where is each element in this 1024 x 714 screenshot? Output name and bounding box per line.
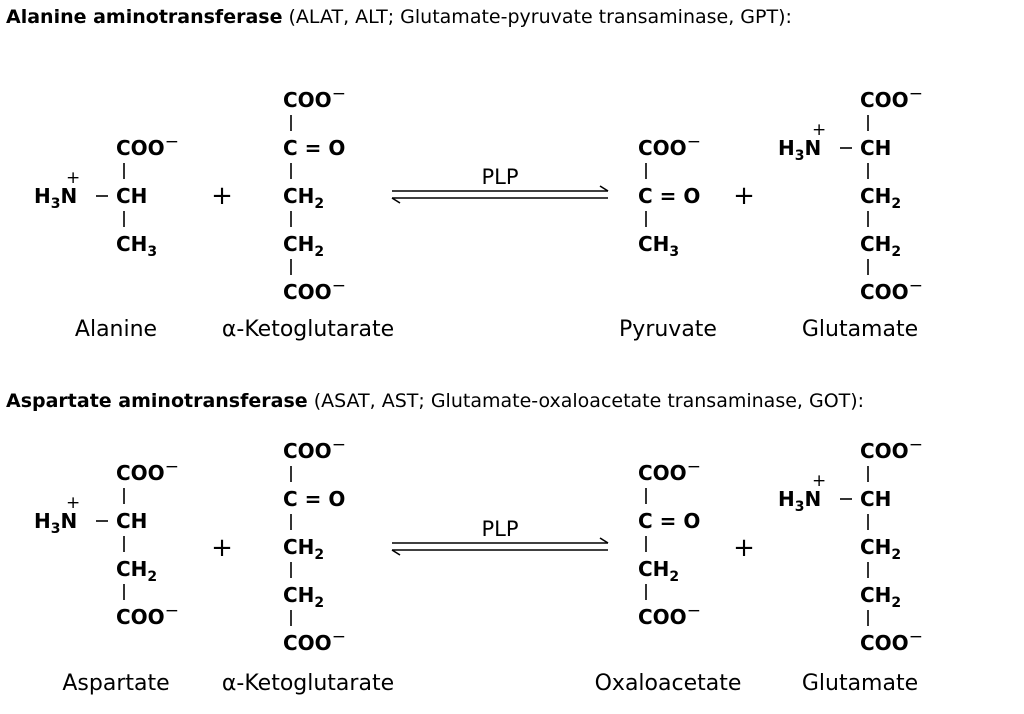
- pyruvate-methyl: CH3: [638, 232, 679, 260]
- alt-enzyme-name: Alanine aminotransferase: [6, 6, 283, 28]
- aspartate-label: Aspartate: [62, 671, 169, 696]
- reverse-arrow-head: [391, 549, 401, 556]
- oxaloacetate-carbonyl: C = O: [638, 509, 700, 533]
- akg-carboxylate-top: COO−: [283, 84, 346, 112]
- pyruvate-structure: COO− C = O CH3: [638, 132, 701, 260]
- akg-methylene-2: CH2: [283, 232, 324, 260]
- alanine-structure: COO− H3N + CH CH3: [34, 132, 179, 260]
- akg-methylene-1: CH2: [283, 535, 324, 563]
- glutamate-methylene-1: CH2: [860, 535, 901, 563]
- glutamate-carboxylate-top: COO−: [860, 435, 923, 463]
- plus-sign: +: [211, 533, 233, 563]
- glutamate-structure: COO− H3N + CH CH2 CH2 COO−: [778, 435, 923, 655]
- reverse-arrow-head: [391, 197, 401, 204]
- alanine-carboxylate: COO−: [116, 132, 179, 160]
- oxaloacetate-structure: COO− C = O CH2 COO−: [638, 457, 701, 629]
- equilibrium-arrow: PLP: [391, 165, 609, 204]
- glutamate-structure: COO− H3N + CH CH2 CH2 COO−: [778, 84, 923, 304]
- glutamate-methylene-1: CH2: [860, 184, 901, 212]
- glutamate-amine: H3N: [778, 487, 821, 515]
- alt-heading: Alanine aminotransferase (ALAT, ALT; Glu…: [6, 6, 792, 28]
- ast-heading: Aspartate aminotransferase (ASAT, AST; G…: [6, 390, 864, 412]
- pyruvate-label: Pyruvate: [619, 317, 717, 342]
- aspartate-structure: COO− H3N + CH CH2 COO−: [34, 457, 179, 629]
- akg-carbonyl: C = O: [283, 487, 345, 511]
- alt-enzyme-aliases: (ALAT, ALT; Glutamate-pyruvate transamin…: [288, 6, 792, 28]
- plp-cofactor-label: PLP: [481, 165, 518, 189]
- glutamate-methylene-2: CH2: [860, 583, 901, 611]
- aspartate-carboxylate-top: COO−: [116, 457, 179, 485]
- alpha-ketoglutarate-label: α-Ketoglutarate: [222, 317, 394, 342]
- amine-plus-charge: +: [812, 120, 826, 140]
- glutamate-label: Glutamate: [802, 317, 918, 342]
- glutamate-carboxylate-bottom: COO−: [860, 627, 923, 655]
- alpha-ketoglutarate-structure: COO− C = O CH2 CH2 COO−: [283, 84, 346, 304]
- equilibrium-arrow: PLP: [391, 517, 609, 556]
- plus-sign: +: [733, 181, 755, 211]
- reaction-ast: COO− H3N + CH CH2 COO− Aspartate + COO− …: [34, 435, 923, 696]
- aspartate-carboxylate-bottom: COO−: [116, 601, 179, 629]
- forward-arrow-head: [599, 185, 609, 192]
- glutamate-carboxylate-top: COO−: [860, 84, 923, 112]
- reaction-alt: COO− H3N + CH CH3 Alanine + COO− C = O C…: [34, 84, 923, 342]
- amine-plus-charge: +: [66, 493, 80, 513]
- glutamate-amine: H3N: [778, 136, 821, 164]
- alanine-label: Alanine: [75, 317, 157, 342]
- plus-sign: +: [733, 533, 755, 563]
- akg-carboxylate-bottom: COO−: [283, 276, 346, 304]
- akg-carbonyl: C = O: [283, 136, 345, 160]
- aspartate-methylene: CH2: [116, 557, 157, 585]
- alpha-ketoglutarate-label: α-Ketoglutarate: [222, 671, 394, 696]
- amine-plus-charge: +: [812, 471, 826, 491]
- forward-arrow-head: [599, 537, 609, 544]
- aspartate-amine: H3N: [34, 509, 77, 537]
- akg-carboxylate-bottom: COO−: [283, 627, 346, 655]
- plus-sign: +: [211, 181, 233, 211]
- akg-methylene-1: CH2: [283, 184, 324, 212]
- pyruvate-carbonyl: C = O: [638, 184, 700, 208]
- pyruvate-carboxylate: COO−: [638, 132, 701, 160]
- glutamate-label: Glutamate: [802, 671, 918, 696]
- akg-methylene-2: CH2: [283, 583, 324, 611]
- glutamate-alpha-carbon: CH: [860, 136, 891, 160]
- ast-enzyme-aliases: (ASAT, AST; Glutamate-oxaloacetate trans…: [313, 390, 865, 412]
- ast-enzyme-name: Aspartate aminotransferase: [6, 390, 308, 412]
- glutamate-methylene-2: CH2: [860, 232, 901, 260]
- alanine-amine: H3N: [34, 184, 77, 212]
- plp-cofactor-label: PLP: [481, 517, 518, 541]
- akg-carboxylate-top: COO−: [283, 435, 346, 463]
- aspartate-alpha-carbon: CH: [116, 509, 147, 533]
- alanine-alpha-carbon: CH: [116, 184, 147, 208]
- oxaloacetate-carboxylate-bottom: COO−: [638, 601, 701, 629]
- oxaloacetate-methylene: CH2: [638, 557, 679, 585]
- alanine-methyl: CH3: [116, 232, 157, 260]
- glutamate-alpha-carbon: CH: [860, 487, 891, 511]
- glutamate-carboxylate-bottom: COO−: [860, 276, 923, 304]
- alpha-ketoglutarate-structure: COO− C = O CH2 CH2 COO−: [283, 435, 346, 655]
- amine-plus-charge: +: [66, 168, 80, 188]
- oxaloacetate-label: Oxaloacetate: [595, 671, 742, 696]
- oxaloacetate-carboxylate-top: COO−: [638, 457, 701, 485]
